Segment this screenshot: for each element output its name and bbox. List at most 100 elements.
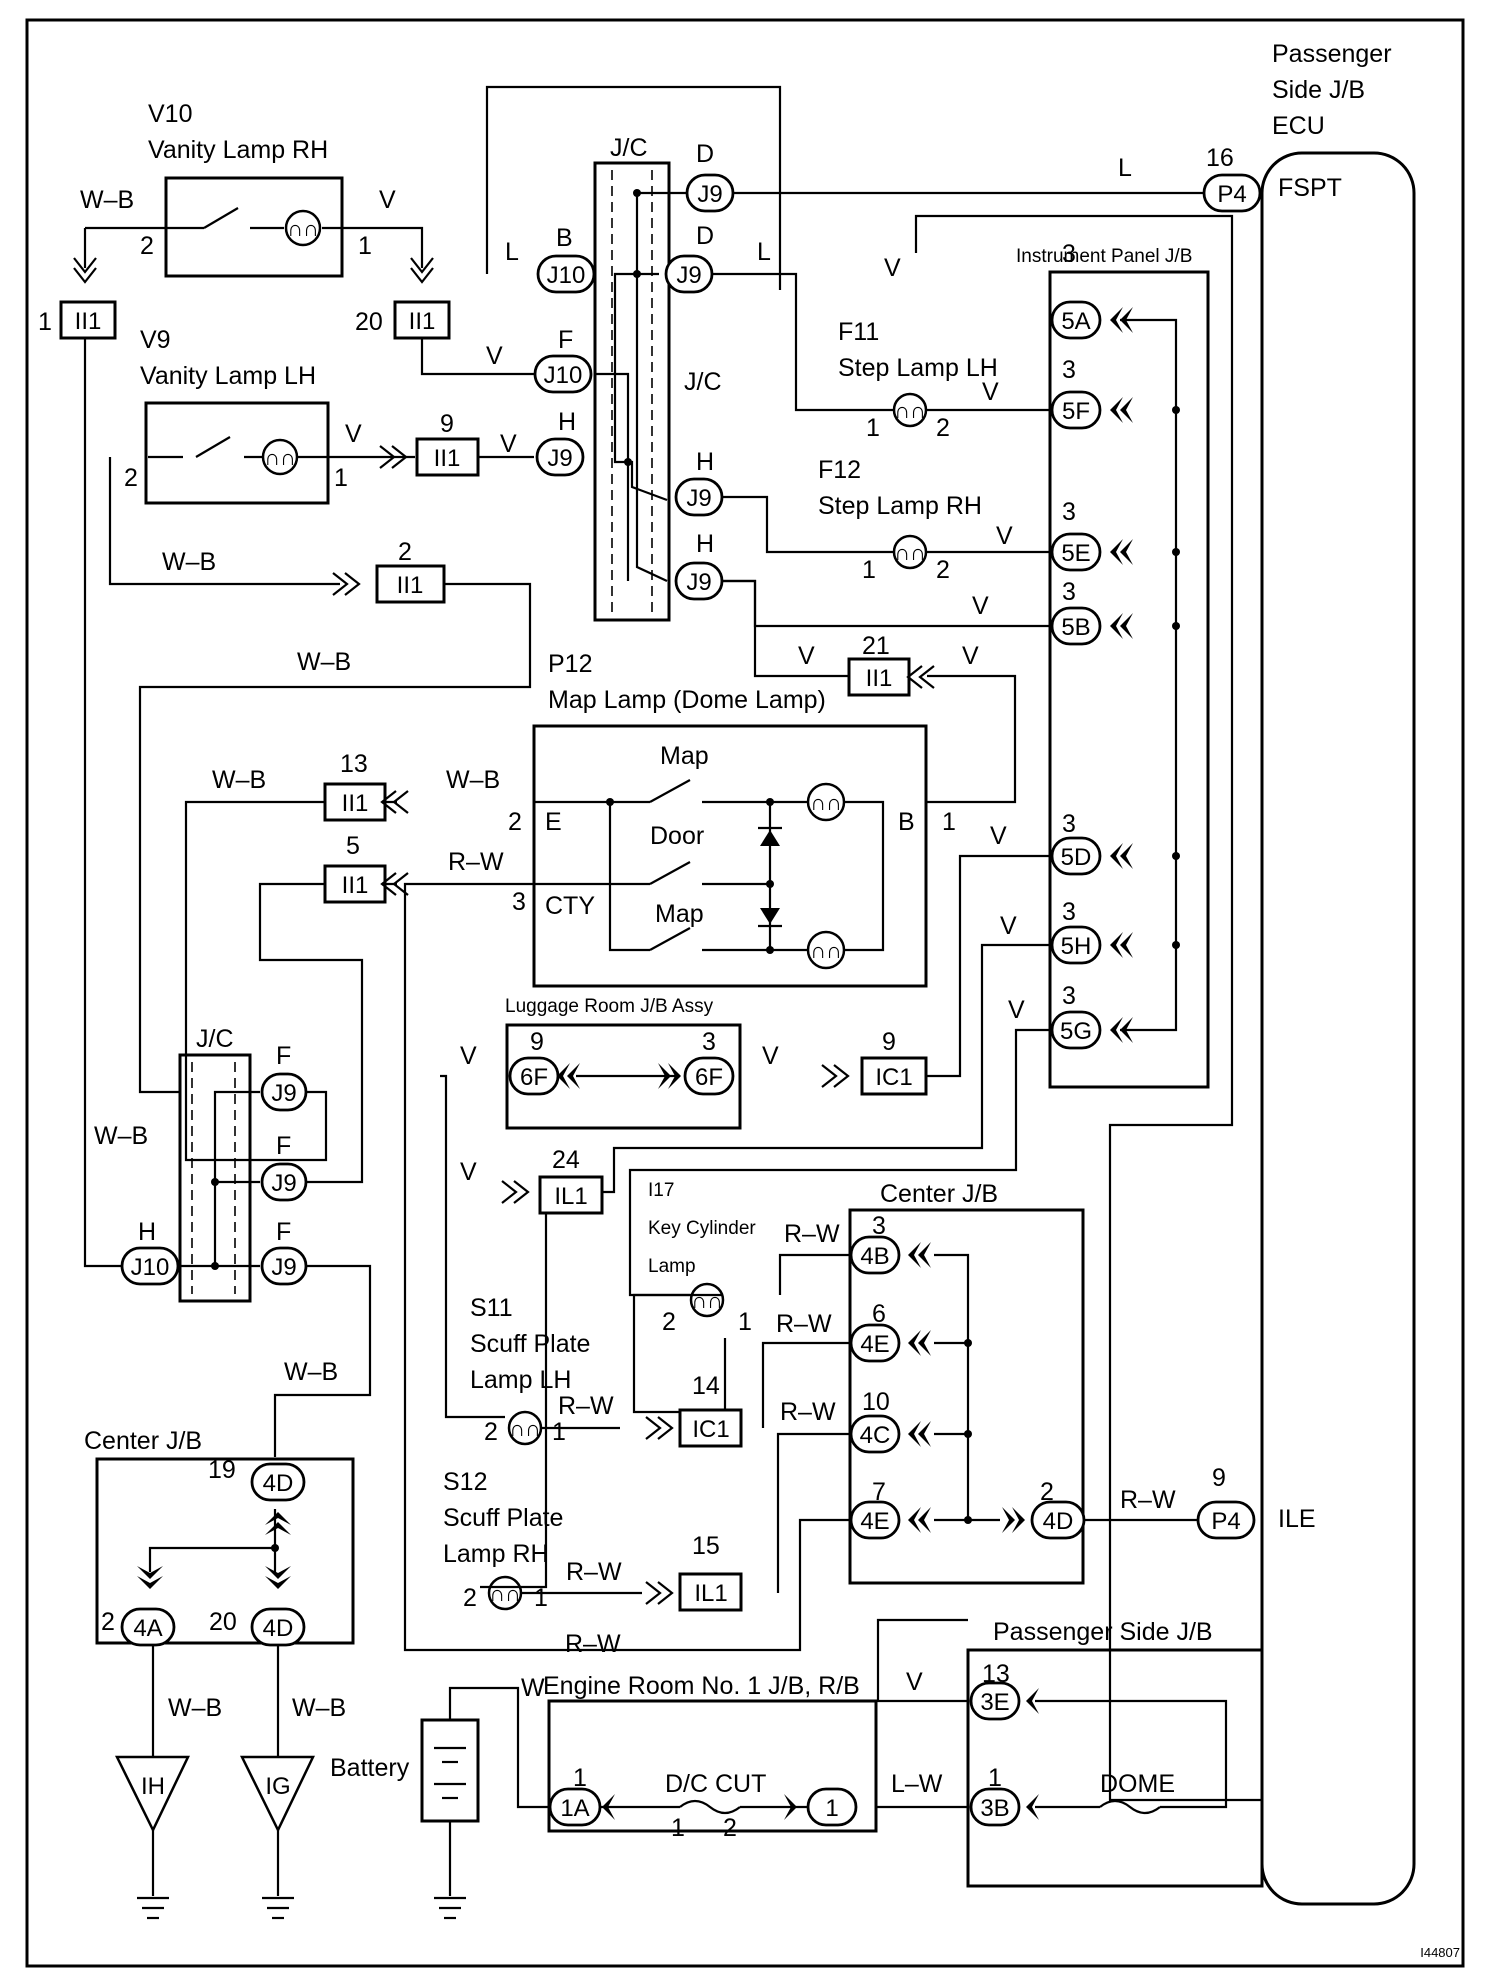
svg-text:1A: 1A xyxy=(560,1795,589,1822)
ecu-title-2: Side J/B xyxy=(1272,76,1365,104)
connector-5f xyxy=(1050,390,1102,430)
jc-lower-label: J/C xyxy=(196,1025,234,1053)
wire-label-wb-8: W–B xyxy=(168,1694,222,1722)
pin-3-5d: 3 xyxy=(1062,810,1076,838)
pin-2-s11: 2 xyxy=(484,1418,498,1446)
engine-jb-label: Engine Room No. 1 J/B, R/B xyxy=(543,1672,860,1700)
svg-text:6F: 6F xyxy=(520,1064,548,1091)
pin-16-p4: 16 xyxy=(1206,144,1234,172)
ile-label: ILE xyxy=(1278,1505,1316,1533)
wire-label-v-2: V xyxy=(884,254,901,282)
pin-3-5e: 3 xyxy=(1062,498,1076,526)
connector-4a xyxy=(120,1607,176,1647)
svg-text:∩∩: ∩∩ xyxy=(287,216,319,241)
svg-text:4C: 4C xyxy=(860,1422,891,1449)
connector-arrows xyxy=(73,257,1133,1820)
wire-label-v-16: V xyxy=(460,1158,477,1186)
i17-code: I17 xyxy=(648,1180,674,1201)
wire-label-wb-4: W–B xyxy=(212,766,266,794)
connector-ii1-9 xyxy=(415,437,480,477)
pin-1-3b: 1 xyxy=(988,1764,1002,1792)
dome-fuse-icon xyxy=(1099,1799,1161,1815)
connector-5b xyxy=(1050,606,1102,646)
svg-text:J10: J10 xyxy=(547,262,586,289)
wire-label-wb-5: W–B xyxy=(446,766,500,794)
svg-text:II1: II1 xyxy=(866,665,893,692)
wire-label-v-10: V xyxy=(962,642,979,670)
passenger-jb-label: Passenger Side J/B xyxy=(993,1618,1213,1646)
pin-2-4a: 2 xyxy=(101,1608,115,1636)
pin-f-j9-c: F xyxy=(276,1218,291,1246)
svg-text:5B: 5B xyxy=(1061,614,1090,641)
wire-label-v-14: V xyxy=(460,1042,477,1070)
i17-line1: Key Cylinder xyxy=(648,1218,756,1239)
center-jb-left-label: Center J/B xyxy=(84,1427,202,1455)
connector-j9-d1 xyxy=(685,173,735,213)
junction-connector-lower: J/C xyxy=(177,1025,260,1303)
p12-b-label: B xyxy=(898,808,915,836)
wire-label-wb-3: W–B xyxy=(297,648,351,676)
passenger-jb-ecu: Passenger Side J/B ECU FSPT ILE xyxy=(1260,40,1416,1906)
svg-text:4E: 4E xyxy=(860,1331,889,1358)
svg-text:4B: 4B xyxy=(860,1243,889,1270)
wire-label-wb-2: W–B xyxy=(162,548,216,576)
connector-3e xyxy=(969,1681,1021,1721)
p12-door-label: Door xyxy=(650,822,704,850)
svg-text:6F: 6F xyxy=(695,1064,723,1091)
pin-13-ii1: 13 xyxy=(340,750,368,778)
pin-5-ii1: 5 xyxy=(346,832,360,860)
pin-f-j9-a: F xyxy=(276,1042,291,1070)
pin-2-i17: 2 xyxy=(662,1308,676,1336)
connector-4d-2 xyxy=(1030,1500,1086,1540)
wire-label-v-3: V xyxy=(486,342,503,370)
wire-label-v-11: V xyxy=(990,822,1007,850)
wire-label-l-1: L xyxy=(505,238,519,266)
connector-ii1-13 xyxy=(323,782,387,822)
s12-code: S12 xyxy=(443,1468,487,1496)
v9-bulb-icon xyxy=(261,438,299,476)
f11-code: F11 xyxy=(838,318,879,346)
pin-h-j9-c: H xyxy=(696,530,714,558)
connectors: II1 II1 II1 II1 II1 II1 II1 IC1 IL1 IC1 … xyxy=(59,173,1262,1827)
wire-label-l-2: L xyxy=(1118,154,1132,182)
pin-d-1: D xyxy=(696,140,714,168)
dome-fuse-label: DOME xyxy=(1100,1770,1175,1798)
v10-name: Vanity Lamp RH xyxy=(148,136,328,164)
svg-text:3E: 3E xyxy=(980,1689,1009,1716)
v9-name: Vanity Lamp LH xyxy=(140,362,316,390)
pin-3-4b: 3 xyxy=(872,1212,886,1240)
pin-20-4d: 20 xyxy=(209,1608,237,1636)
luggage-jb-label: Luggage Room J/B Assy xyxy=(505,996,714,1017)
jc-upper-label: J/C xyxy=(610,134,648,162)
s11-line2: Lamp LH xyxy=(470,1366,571,1394)
pin-2-v9: 2 xyxy=(124,464,138,492)
svg-text:5H: 5H xyxy=(1061,933,1092,960)
wire-label-rw-4: R–W xyxy=(558,1392,614,1420)
svg-text:P4: P4 xyxy=(1217,181,1246,208)
dc-cut-label: D/C CUT xyxy=(665,1770,766,1798)
p12-map-label-2: Map xyxy=(655,900,704,928)
connector-5h xyxy=(1050,925,1102,965)
pin-1-v9: 1 xyxy=(334,464,348,492)
pin-1-f11: 1 xyxy=(866,414,880,442)
pin-2-s12: 2 xyxy=(463,1584,477,1612)
pin-2-f12: 2 xyxy=(936,556,950,584)
wire-label-w-1: W xyxy=(521,1674,545,1702)
svg-text:3B: 3B xyxy=(980,1795,1009,1822)
s12-line1: Scuff Plate xyxy=(443,1504,563,1532)
wire-label-v-15: V xyxy=(762,1042,779,1070)
ecu-title-3: ECU xyxy=(1272,112,1325,140)
connector-j9-f2 xyxy=(260,1162,308,1202)
svg-text:IC1: IC1 xyxy=(875,1064,912,1091)
diagram-id: I44807 xyxy=(1420,1945,1460,1960)
p12-map-bulb-2-icon xyxy=(806,930,846,970)
f12-step-lamp-rh: F12 Step Lamp RH ∩∩ xyxy=(818,456,982,570)
svg-text:4D: 4D xyxy=(263,1615,294,1642)
f12-name: Step Lamp RH xyxy=(818,492,982,520)
connector-il1-24 xyxy=(538,1175,604,1215)
p12-map-lamp: P12 Map Lamp (Dome Lamp) Map Door Map E … xyxy=(532,650,928,988)
pin-3-5h: 3 xyxy=(1062,898,1076,926)
svg-text:∩∩: ∩∩ xyxy=(509,1416,541,1441)
v9-code: V9 xyxy=(140,326,171,354)
connector-j9-h2 xyxy=(674,477,724,517)
